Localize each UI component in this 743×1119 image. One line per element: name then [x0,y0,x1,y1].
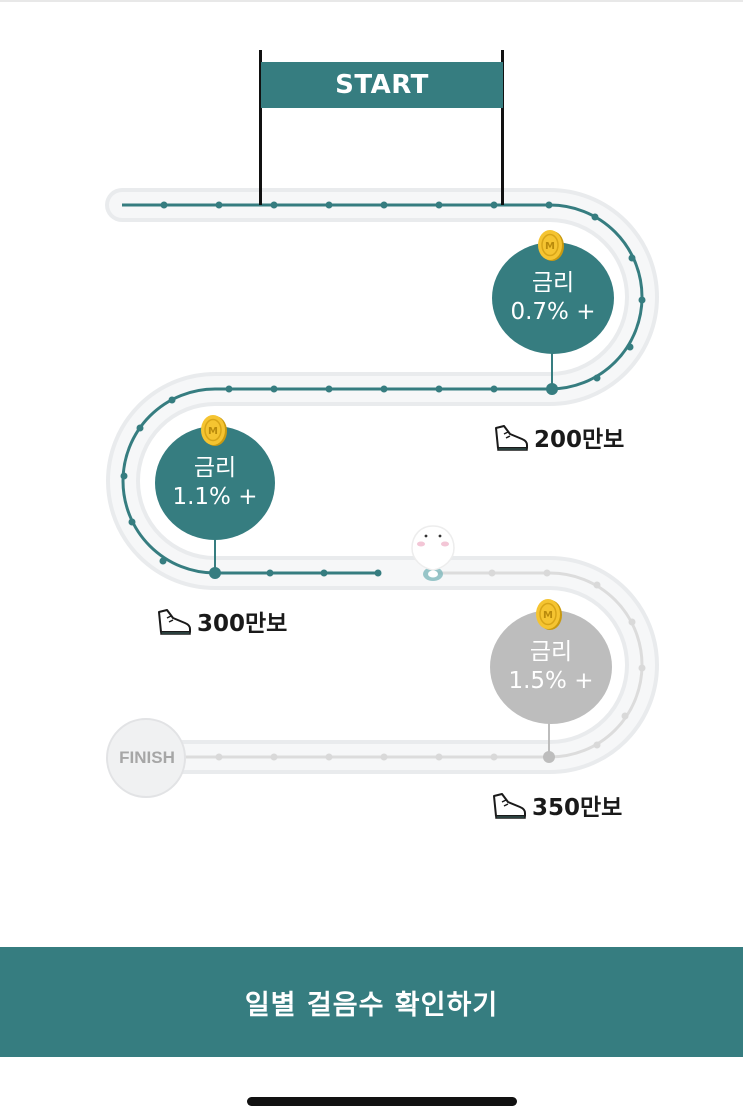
sneaker-icon [495,425,528,451]
milestone-marker-1 [546,383,558,395]
milestone-rate: 1.1% + [172,484,258,510]
coin-mark: M [545,241,555,252]
sneaker-icon [493,793,526,819]
home-indicator [247,1097,517,1106]
start-label: START [335,70,429,100]
sneaker-icon [158,609,191,635]
finish-circle [106,718,186,798]
coin-icon: M [538,230,564,261]
milestone-label: 금리 [531,270,575,297]
milestone-rate: 0.7% + [510,299,596,325]
milestone-marker-3 [543,751,555,763]
coin-mark: M [543,610,553,621]
milestone-steps-3: 350만보 [490,788,622,822]
milestone-steps-1: 200만보 [492,420,624,454]
steps-text: 200만보 [534,427,625,453]
milestone-label: 금리 [193,455,237,482]
progress-dots [120,201,646,577]
daily-steps-button[interactable]: 일별 걸음수 확인하기 [0,947,743,1057]
coin-mark: M [208,426,218,437]
progress-track [105,50,659,798]
steps-text: 350만보 [532,795,623,821]
milestone-steps-2: 300만보 [155,604,287,638]
milestone-label: 금리 [529,639,573,666]
finish-label: FINISH [119,748,175,767]
coin-icon: M [536,599,562,630]
start-banner [259,50,504,205]
milestone-bubble-3: 금리 1.5% + [490,610,612,724]
milestone-marker-2 [209,567,221,579]
milestone-rate: 1.5% + [508,668,594,694]
remaining-dots [215,569,646,761]
top-divider [0,0,743,2]
steps-text: 300만보 [197,611,288,637]
mascot-marker-icon [411,525,455,581]
coin-icon: M [201,415,227,446]
